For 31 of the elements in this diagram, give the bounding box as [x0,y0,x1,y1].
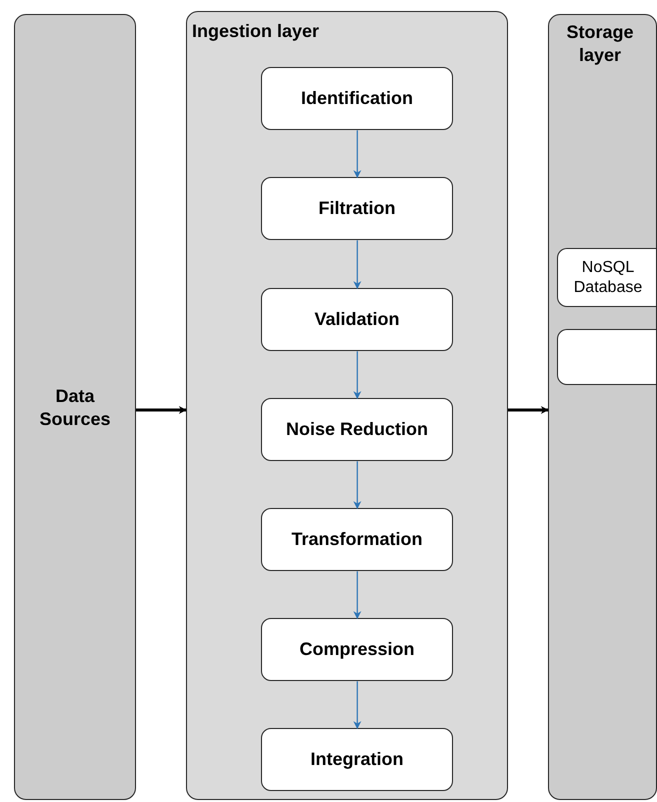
box-label: NoSQL Database [572,258,644,298]
arrow [353,130,362,178]
process-box [261,398,453,461]
box-label: Transformation [290,528,424,551]
box-label: Filtration [318,197,396,220]
arrow [353,571,362,620]
process-box [261,728,453,791]
panel-heading: Data Sources [38,385,112,432]
process-box [261,618,453,681]
box-label: Compression [298,638,416,661]
arrow [353,240,362,290]
arrow [353,461,362,510]
storage-box [557,329,656,385]
process-box [261,508,453,571]
box-label: Integration [310,748,404,771]
box-label: Validation [313,308,401,331]
process-box [261,288,453,351]
box-label: Identification [300,87,414,110]
source-panel [14,14,136,800]
arrow [353,681,362,730]
panel-heading: Storage layer [565,21,635,68]
panel-heading: Ingestion layer [192,20,320,43]
layer-panel [186,11,508,800]
storage-panel [548,14,657,800]
process-box [261,67,453,130]
arrow [136,406,187,414]
storage-box [557,248,656,307]
arrow [353,351,362,400]
box-label: Noise Reduction [284,418,429,441]
process-box [261,177,453,240]
arrow [508,406,549,414]
